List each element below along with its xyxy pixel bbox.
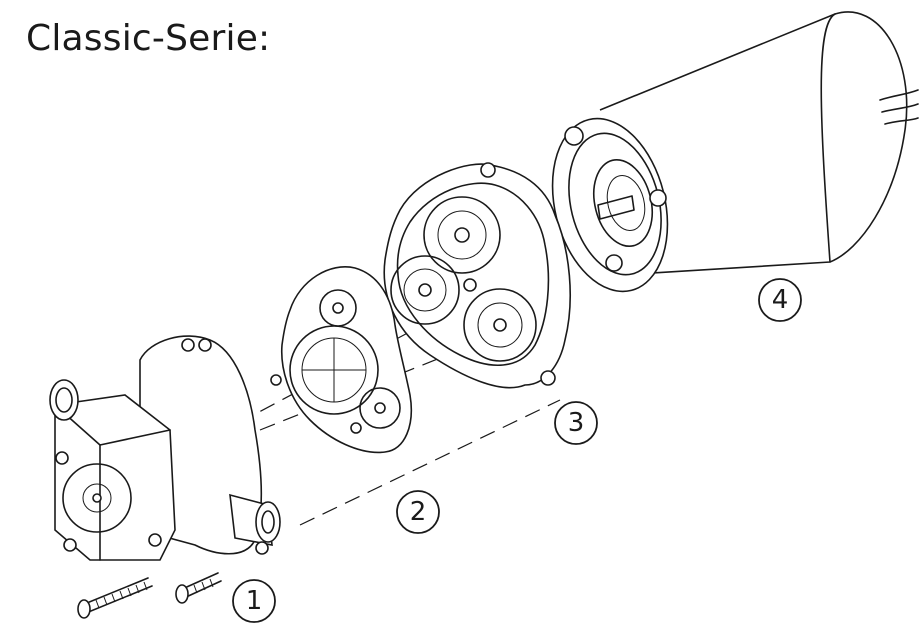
mounting-screws bbox=[77, 572, 222, 619]
callout-1: 1 bbox=[232, 579, 276, 623]
callout-2: 2 bbox=[396, 490, 440, 534]
diaphragm-housing-part bbox=[383, 162, 571, 389]
callout-3: 3 bbox=[554, 401, 598, 445]
valve-plate-part bbox=[270, 266, 412, 454]
callout-2-label: 2 bbox=[410, 497, 427, 527]
page-title: Classic-Serie: bbox=[26, 18, 271, 59]
callout-1-label: 1 bbox=[246, 586, 263, 616]
pump-head-part bbox=[49, 335, 281, 561]
callout-3-label: 3 bbox=[568, 408, 585, 438]
motor-part bbox=[551, 11, 919, 293]
callout-4-label: 4 bbox=[772, 285, 789, 315]
callout-4: 4 bbox=[758, 278, 802, 322]
